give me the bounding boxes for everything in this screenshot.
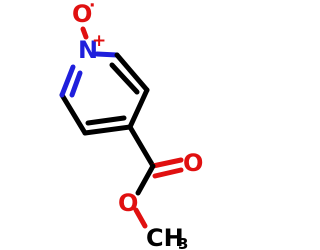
n-oxide-radical-dot: · xyxy=(89,0,95,16)
methyl-label: CH xyxy=(146,224,184,250)
bond-carbonyl-double-1 xyxy=(150,157,184,169)
ring-bond-c5-c6 xyxy=(59,92,88,136)
ring-bond-n-c2 xyxy=(94,51,120,58)
bond-c4-carbonyl xyxy=(127,124,156,169)
ring-bond-c4-c5 xyxy=(82,124,133,136)
methyl-subscript: 3 xyxy=(178,235,188,250)
ring-bond-c3-c4 xyxy=(127,87,150,130)
ring-bond-c6-n-inner xyxy=(69,70,83,98)
carbonyl-oxygen-label: O xyxy=(183,149,203,177)
ring-nitrogen-label: N xyxy=(78,36,98,64)
ring-bond-c4-c5-inner xyxy=(85,115,127,126)
bond-ester-o-methyl xyxy=(133,207,148,229)
ring-bond-c2-c3-inner xyxy=(109,62,140,95)
n-oxide-oxygen-label: O xyxy=(72,0,92,28)
ring-nitrogen-charge: + xyxy=(92,31,106,51)
bond-carbonyl-double-2 xyxy=(152,167,184,179)
ring-bond-c6-n xyxy=(59,64,76,98)
ring-bond-c2-c3 xyxy=(114,52,150,93)
bond-carbonyl-ester-o xyxy=(135,163,156,196)
ester-oxygen-label: O xyxy=(118,189,138,217)
chemical-structure-diagram: O · N + O O CH 3 xyxy=(59,0,203,250)
bond-n-oxide xyxy=(80,26,89,40)
